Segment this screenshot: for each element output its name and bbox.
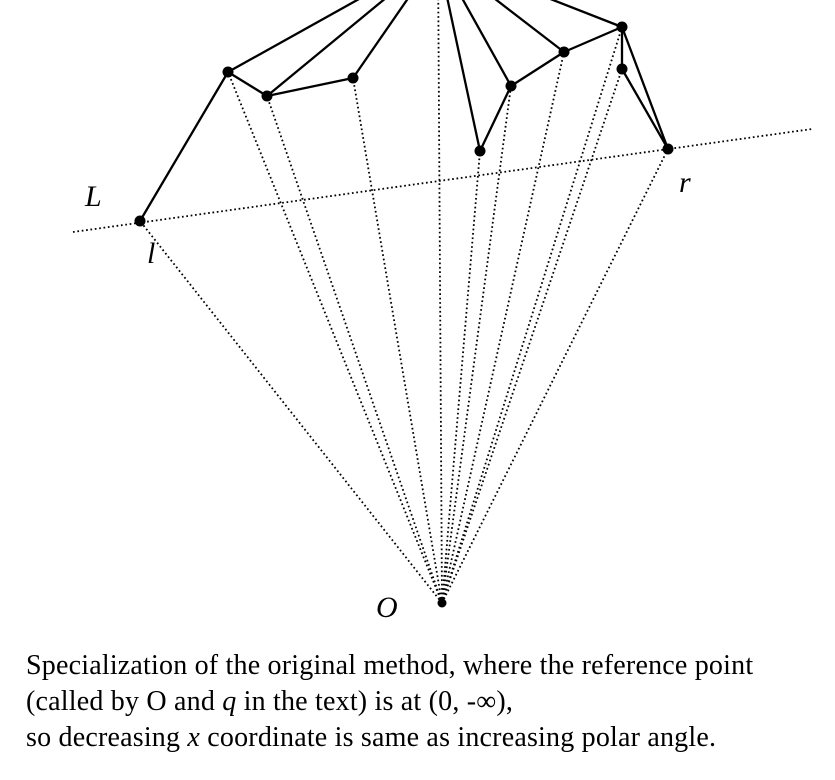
ray-O-T — [437, 0, 443, 604]
ray-O-B — [266, 95, 443, 604]
line-L — [72, 128, 813, 233]
label-L: L — [84, 180, 102, 213]
point-A — [222, 66, 234, 78]
point-H — [474, 145, 486, 157]
ray-O-H — [441, 150, 481, 604]
edge-T-F — [461, 0, 513, 88]
edge-E-D — [562, 25, 624, 54]
caption-line-2: (called by O and q in the text) is at (0… — [26, 684, 826, 720]
edge-D-r — [620, 25, 670, 151]
caption-line-1: Specialization of the original method, w… — [26, 648, 826, 684]
edge-A-T — [226, 0, 360, 74]
caption-text: (called by O and — [26, 686, 223, 717]
point-D — [616, 21, 628, 33]
ray-O-r — [441, 148, 669, 604]
point-O — [437, 598, 447, 608]
edge-A-B — [226, 70, 269, 98]
caption-italic-term: x — [187, 722, 201, 753]
point-G — [616, 63, 628, 75]
ray-O-G — [441, 68, 623, 604]
ray-O-l — [139, 220, 443, 604]
ray-O-F — [441, 85, 512, 604]
edge-B-C — [265, 76, 355, 98]
label-l: l — [147, 237, 155, 270]
caption-text: Specialization of the original method, w… — [26, 650, 754, 681]
caption-text: in the text) is at (0, -∞), — [236, 686, 514, 717]
ray-O-C — [352, 77, 443, 604]
point-C — [347, 72, 359, 84]
edge-T-H — [446, 0, 482, 153]
point-E — [558, 46, 570, 58]
point-F — [505, 80, 517, 92]
caption-italic-term: q — [222, 686, 237, 717]
edge-C-T — [351, 0, 409, 80]
label-r: r — [679, 166, 691, 199]
ray-O-E — [441, 51, 565, 604]
edge-H-F — [478, 84, 513, 153]
point-l — [134, 215, 146, 227]
caption-text: coordinate is same as increasing polar a… — [200, 722, 717, 753]
ray-O-D — [441, 26, 623, 604]
edge-l-A — [138, 70, 230, 223]
ray-O-A — [227, 71, 443, 604]
point-r — [662, 143, 674, 155]
caption-line-3: so decreasing x coordinate is same as in… — [26, 720, 826, 756]
graham-scan-diagram: Ll rO — [72, 0, 813, 624]
caption-text: so decreasing — [26, 722, 188, 753]
edge-T-D — [549, 0, 624, 29]
edge-F-E — [509, 50, 566, 88]
caption: Specialization of the original method, w… — [26, 648, 826, 756]
edge-G-r — [620, 67, 670, 151]
label-O: O — [376, 591, 398, 624]
edge-B-T — [265, 0, 386, 98]
point-B — [261, 90, 273, 102]
edge-T-E — [494, 0, 566, 54]
